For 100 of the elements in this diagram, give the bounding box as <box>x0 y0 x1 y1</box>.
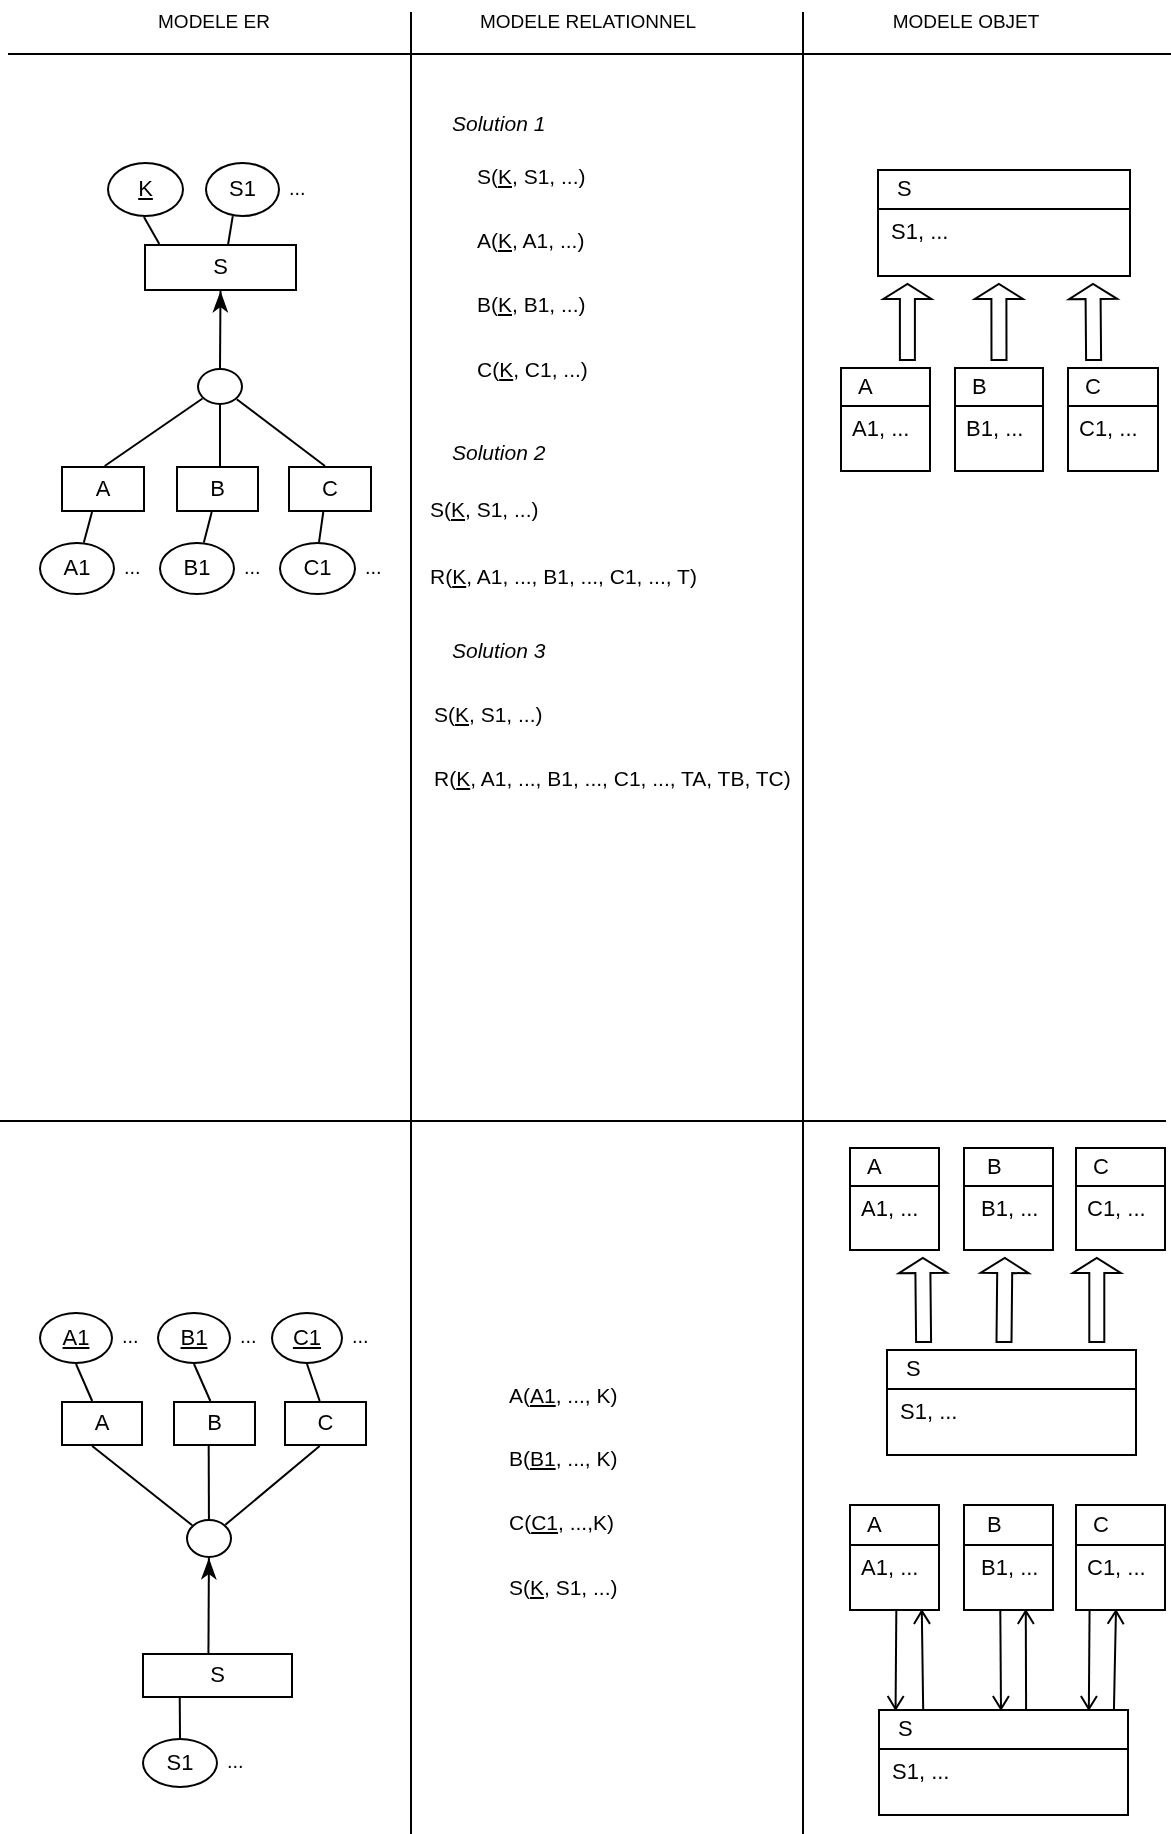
attribute-name: K <box>138 177 153 202</box>
class-attributes: B1, ... <box>981 1197 1039 1222</box>
relation-schema: S(K, S1, ...) <box>430 497 539 523</box>
class-name: A <box>867 1512 882 1538</box>
column-header: MODELE OBJET <box>892 11 1040 34</box>
class-box <box>886 1349 1137 1456</box>
class-attributes: C1, ... <box>1087 1197 1146 1222</box>
hollow-arrow <box>1065 282 1121 362</box>
ellipsis-text: ... <box>289 177 306 198</box>
hollow-arrow <box>977 1256 1033 1344</box>
arrow <box>886 1610 905 1710</box>
class-name: C <box>1093 1512 1109 1538</box>
arrow <box>1079 1610 1098 1710</box>
specialization-circle <box>197 368 243 405</box>
entity-name: B <box>210 476 225 502</box>
class-attributes: B1, ... <box>981 1556 1039 1581</box>
relation-schema: R(K, A1, ..., B1, ..., C1, ..., TA, TB, TC) <box>434 766 792 792</box>
entity-box <box>173 1401 256 1446</box>
hollow-arrow <box>879 282 935 361</box>
class-attributes: C1, ... <box>1079 417 1138 442</box>
arrow <box>200 1557 217 1654</box>
entity-box <box>61 466 145 512</box>
entity-box <box>284 1401 367 1446</box>
column-header: MODELE ER <box>158 11 270 34</box>
class-name: A <box>858 374 873 400</box>
class-name: C <box>1093 1154 1109 1180</box>
class-name: B <box>987 1154 1002 1180</box>
relation-schema: S(K, S1, ...) <box>477 164 586 190</box>
class-name: S <box>906 1357 921 1382</box>
class-box <box>840 367 931 472</box>
entity-box <box>144 244 297 291</box>
attribute-name: S1 <box>166 1750 194 1776</box>
entity-name: A <box>95 476 111 502</box>
arrow <box>913 1610 931 1710</box>
ellipsis-text: ... <box>122 1326 139 1346</box>
attribute-name: B1 <box>180 1325 208 1351</box>
relation-schema: S(K, S1, ...) <box>509 1575 618 1601</box>
entity-name: A <box>94 1411 110 1436</box>
connector-line <box>103 397 204 467</box>
class-box <box>1075 1504 1166 1611</box>
relation-schema: B(B1, ..., K) <box>509 1446 618 1472</box>
connector-line <box>178 1697 181 1739</box>
connector-line <box>142 216 161 245</box>
solution-heading: Solution 3 <box>452 638 546 664</box>
class-name: B <box>972 374 987 400</box>
class-box <box>849 1147 940 1251</box>
hollow-arrow <box>895 1256 951 1344</box>
connector-line <box>193 1363 212 1402</box>
entity-box <box>176 466 259 512</box>
connector-line <box>202 511 213 544</box>
relation-schema: C(C1, ...,K) <box>509 1510 615 1536</box>
class-box <box>1075 1147 1166 1251</box>
ellipsis-text: ... <box>240 1326 257 1346</box>
class-name: S <box>898 1717 913 1742</box>
class-box <box>877 169 1131 277</box>
connector-line <box>235 398 326 467</box>
class-attributes: C1, ... <box>1087 1556 1146 1581</box>
class-name: A <box>867 1154 882 1180</box>
class-attributes: S1, ... <box>892 1760 950 1785</box>
attribute-name: C1 <box>292 1325 322 1351</box>
class-name: S <box>897 177 912 202</box>
attribute-name: B1 <box>183 556 211 581</box>
attribute-name: C1 <box>303 556 332 581</box>
solution-heading: Solution 1 <box>452 111 546 137</box>
arrow <box>991 1610 1010 1710</box>
relation-schema: R(K, A1, ..., B1, ..., C1, ..., T) <box>430 564 697 590</box>
class-box <box>878 1709 1129 1816</box>
attribute-name: A1 <box>62 1325 90 1351</box>
connector-line <box>224 1445 321 1526</box>
connector-line <box>207 1445 210 1520</box>
connector-line <box>227 215 234 245</box>
arrow <box>212 290 229 369</box>
relation-schema: C(K, C1, ...) <box>477 357 588 383</box>
connector-line <box>219 404 221 467</box>
entity-box <box>288 466 372 512</box>
entity-name: C <box>322 476 338 502</box>
class-attributes: S1, ... <box>900 1400 958 1425</box>
class-attributes: A1, ... <box>861 1197 919 1222</box>
entity-name: B <box>207 1411 222 1436</box>
solution-heading: Solution 2 <box>452 440 546 466</box>
ellipsis-text: ... <box>352 1326 369 1346</box>
ellipsis-text: ... <box>124 556 141 577</box>
specialization-circle <box>186 1519 232 1558</box>
entity-name: S <box>210 1663 225 1688</box>
class-box <box>1067 367 1159 472</box>
class-box <box>954 367 1044 472</box>
class-name: C <box>1085 374 1101 400</box>
class-attributes: B1, ... <box>966 417 1024 442</box>
hollow-arrow <box>1069 1256 1125 1343</box>
relation-schema: S(K, S1, ...) <box>434 702 543 728</box>
class-name: B <box>987 1512 1002 1538</box>
entity-box <box>142 1653 293 1698</box>
connector-line <box>306 1363 321 1402</box>
connector-line <box>82 511 94 544</box>
class-attributes: A1, ... <box>861 1556 919 1581</box>
ellipsis-text: ... <box>227 1751 244 1771</box>
class-attributes: S1, ... <box>891 220 949 245</box>
class-box <box>963 1504 1054 1611</box>
connector-line <box>75 1363 94 1402</box>
class-box <box>963 1147 1054 1251</box>
